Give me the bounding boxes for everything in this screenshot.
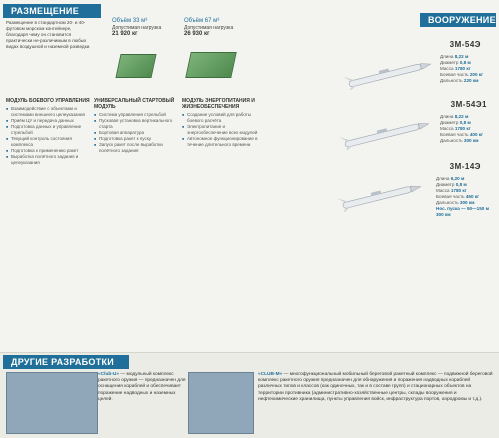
missile2-warhead: 400 кг — [469, 132, 484, 137]
label: Длина — [436, 176, 450, 181]
missile3-diameter: 0,8 м — [455, 182, 467, 187]
list-item: Взаимодействие с объектами и системами в… — [6, 106, 90, 118]
module-title: МОДУЛЬ ЭНЕРГОПИТАНИЯ И ЖИЗНЕОБЕСПЕЧЕНИЯ — [182, 98, 255, 110]
missile2-diameter: 0,8 м — [459, 120, 471, 125]
module-title: МОДУЛЬ БОЕВОГО УПРАВЛЕНИЯ — [6, 98, 90, 104]
placement-header: РАЗМЕЩЕНИЕ — [3, 4, 101, 18]
label: Масса — [440, 66, 454, 71]
missile3-range: 300 км — [459, 200, 475, 205]
missile2-drawing — [336, 120, 432, 155]
missile3-warhead: 450 кг — [465, 194, 480, 199]
module-power: МОДУЛЬ ЭНЕРГОПИТАНИЯ И ЖИЗНЕОБЕСПЕЧЕНИЯ … — [182, 98, 266, 148]
container2-capacity: 26 930 кг — [184, 31, 210, 37]
label: Диаметр — [440, 120, 459, 125]
label: Дальность — [436, 200, 459, 205]
list-item: Пусковая установка вертикального старта — [94, 118, 178, 130]
container2-capacity-label: Допустимая нагрузка — [184, 25, 234, 31]
missile1-name: 3М-54Э — [449, 40, 481, 49]
module-launch: УНИВЕРСАЛЬНЫЙ СТАРТОВЫЙ МОДУЛЬ Система у… — [94, 98, 178, 154]
missile3-drawing — [334, 182, 424, 217]
label: Дальность — [440, 138, 463, 143]
club-m-description: — многофункциональный мобильный берегово… — [258, 372, 493, 402]
list-item: Выработка полётного задания и целеуказан… — [6, 154, 90, 166]
missile2-mass: 1780 кг — [454, 126, 471, 131]
list-item: Создание условий для работы боевого расч… — [182, 112, 266, 124]
container-20ft — [115, 54, 157, 78]
list-item: Подготовка ракет к пуску — [94, 136, 178, 142]
other-header: ДРУГИЕ РАЗРАБОТКИ — [3, 355, 129, 369]
missile3-extra: 300 км — [436, 212, 451, 217]
list-item: Электропитание и энергообеспечение всех … — [182, 124, 266, 136]
missile1-mass: 1780 кг — [454, 66, 471, 71]
container-40ft — [185, 52, 237, 78]
missile2-length: 8,22 м — [454, 114, 469, 119]
container1-capacity-label: Допустимая нагрузка — [112, 25, 162, 31]
label: Диаметр — [436, 182, 455, 187]
missile3-launch: Нос. пуска — 50—150 м — [436, 206, 489, 211]
club-u-description: — модульный комплекс ракетного оружия — … — [98, 372, 186, 402]
label: Длина — [440, 114, 454, 119]
club-m-text: «CLUB-M» — многофункциональный мобильный… — [258, 372, 494, 403]
label: Боевая часть — [436, 194, 465, 199]
label: Масса — [440, 126, 454, 131]
container1-specs: Объём 33 м³ Допустимая нагрузка 21 920 к… — [112, 18, 182, 38]
label: Боевая часть — [440, 72, 469, 77]
armament-header: ВООРУЖЕНИЕ — [420, 13, 496, 27]
club-u-name: «Club-U» — [98, 372, 120, 377]
missile1-length: 8,22 м — [454, 54, 469, 59]
missile3-specs: Длина 6,20 м Диаметр 0,8 м Масса 1780 кг… — [436, 176, 496, 218]
missile3-name: 3М-14Э — [449, 162, 481, 171]
missile3-mass: 1780 кг — [450, 188, 467, 193]
container2-volume: Объём 67 м³ — [184, 18, 220, 24]
module-combat-control: МОДУЛЬ БОЕВОГО УПРАВЛЕНИЯ Взаимодействие… — [6, 98, 90, 166]
missile1-range: 220 км — [463, 78, 479, 83]
list-item: Система управления стрельбой — [94, 112, 178, 118]
list-item: Бортовая аппаратура — [94, 130, 178, 136]
placement-description: Размещение в стандартном 20- и 40-футово… — [6, 20, 91, 49]
label: Дальность — [440, 78, 463, 83]
missile1-warhead: 200 кг — [469, 72, 484, 77]
label: Боевая часть — [440, 132, 469, 137]
list-item: Подготовка данных и управление стрельбой — [6, 124, 90, 136]
list-item: Автономное функционирование в течение дл… — [182, 136, 266, 148]
container2-specs: Объём 67 м³ Допустимая нагрузка 26 930 к… — [184, 18, 254, 38]
missile3-length: 6,20 м — [450, 176, 465, 181]
list-item: Запуск ракет после выработки полётного з… — [94, 142, 178, 154]
label: Масса — [436, 188, 450, 193]
label: Длина — [440, 54, 454, 59]
missile2-name: 3М-54Э1 — [450, 100, 487, 109]
missile1-specs: Длина 8,22 м Диаметр 0,8 м Масса 1780 кг… — [440, 54, 496, 84]
list-item: Текущий контроль состояния комплекса — [6, 136, 90, 148]
label: Диаметр — [440, 60, 459, 65]
list-item: Приём ЦУ и передача данных — [6, 118, 90, 124]
truck-thumbnail — [188, 372, 254, 434]
ship-thumbnail — [6, 372, 98, 434]
missile2-range: 300 км — [463, 138, 479, 143]
club-u-text: «Club-U» — модульный комплекс ракетного … — [98, 372, 188, 403]
module-title: УНИВЕРСАЛЬНЫЙ СТАРТОВЫЙ МОДУЛЬ — [94, 98, 175, 110]
missile1-diameter: 0,8 м — [459, 60, 471, 65]
missile2-specs: Длина 8,22 м Диаметр 0,8 м Масса 1780 кг… — [440, 114, 496, 144]
container1-volume: Объём 33 м³ — [112, 18, 148, 24]
list-item: Подготовка к применению ракет — [6, 148, 90, 154]
missile1-drawing — [340, 60, 434, 95]
club-m-name: «CLUB-M» — [258, 372, 283, 377]
container1-capacity: 21 920 кг — [112, 31, 138, 37]
